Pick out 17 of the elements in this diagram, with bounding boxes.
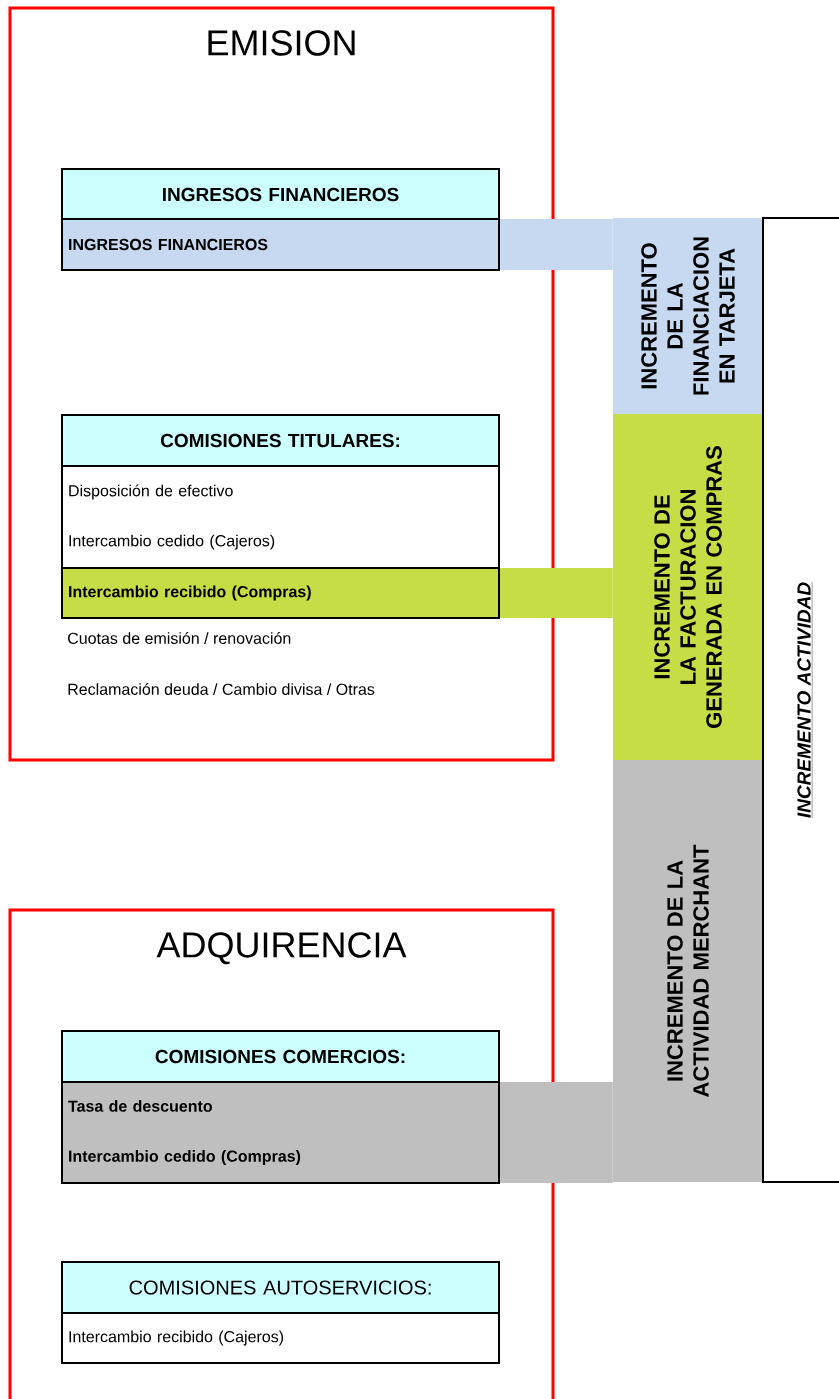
- item-box: INGRESOS FINANCIEROS: [61, 218, 500, 271]
- item-box: Tasa de descuento Intercambio cedido (Compras): [61, 1081, 500, 1184]
- bracket-box: INCREMENTO ACTIVIDAD: [762, 217, 839, 1183]
- header-box: COMISIONES AUTOSERVICIOS:: [61, 1261, 500, 1314]
- item-text: Reclamación deuda / Cambio divisa / Otras: [68, 683, 375, 695]
- item-box: Intercambio recibido (Compras): [61, 567, 500, 619]
- category-band: INCREMENTO DE LA FACTURACION GENERADA EN COMPRAS: [613, 414, 763, 760]
- connector-band: [500, 219, 613, 270]
- header-box: COMISIONES TITULARES:: [61, 414, 500, 467]
- item-box: Intercambio recibido (Cajeros): [61, 1312, 500, 1364]
- header-box: COMISIONES COMERCIOS:: [61, 1030, 500, 1083]
- connector-band: [500, 568, 613, 618]
- item-box: Disposición de efectivo Intercambio cedido (Cajeros): [61, 465, 500, 569]
- category-band: INCREMENTO DE LA FINANCIACION EN TARJETA: [613, 218, 763, 414]
- category-band: INCREMENTO DE LA ACTIVIDAD MERCHANT: [613, 760, 763, 1182]
- connector-band: [500, 1082, 613, 1183]
- header-box: INGRESOS FINANCIEROS: [61, 168, 500, 221]
